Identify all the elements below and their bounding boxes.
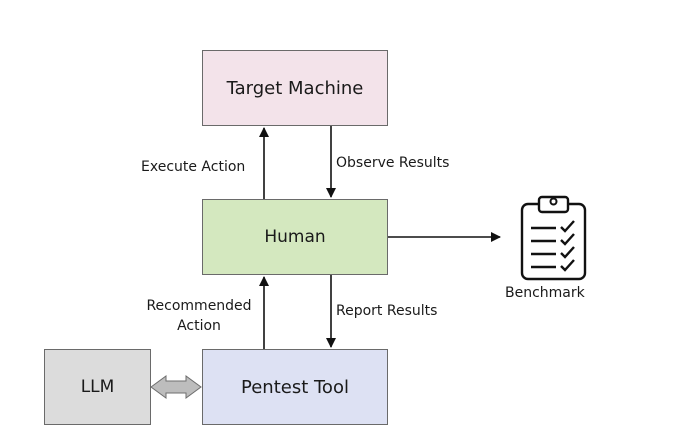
benchmark-label: Benchmark [505,285,585,301]
llm-node: LLM [44,349,151,425]
execute-action-label: Execute Action [141,159,246,175]
clipboard-checklist-icon [520,195,587,281]
llm-label: LLM [80,377,115,397]
report-results-label: Report Results [336,303,438,319]
recommended-action-label: Recommended Action [141,296,257,336]
recommended-action-line2: Action [177,318,221,334]
human-label: Human [264,227,326,247]
target-machine-node: Target Machine [202,50,388,126]
pentest-tool-label: Pentest Tool [241,376,349,398]
llm-pentest-bidirectional-arrow [150,375,202,399]
pentest-tool-node: Pentest Tool [202,349,388,425]
target-machine-label: Target Machine [226,77,364,99]
recommended-action-line1: Recommended [146,298,252,314]
observe-results-label: Observe Results [336,155,450,171]
human-node: Human [202,199,388,275]
